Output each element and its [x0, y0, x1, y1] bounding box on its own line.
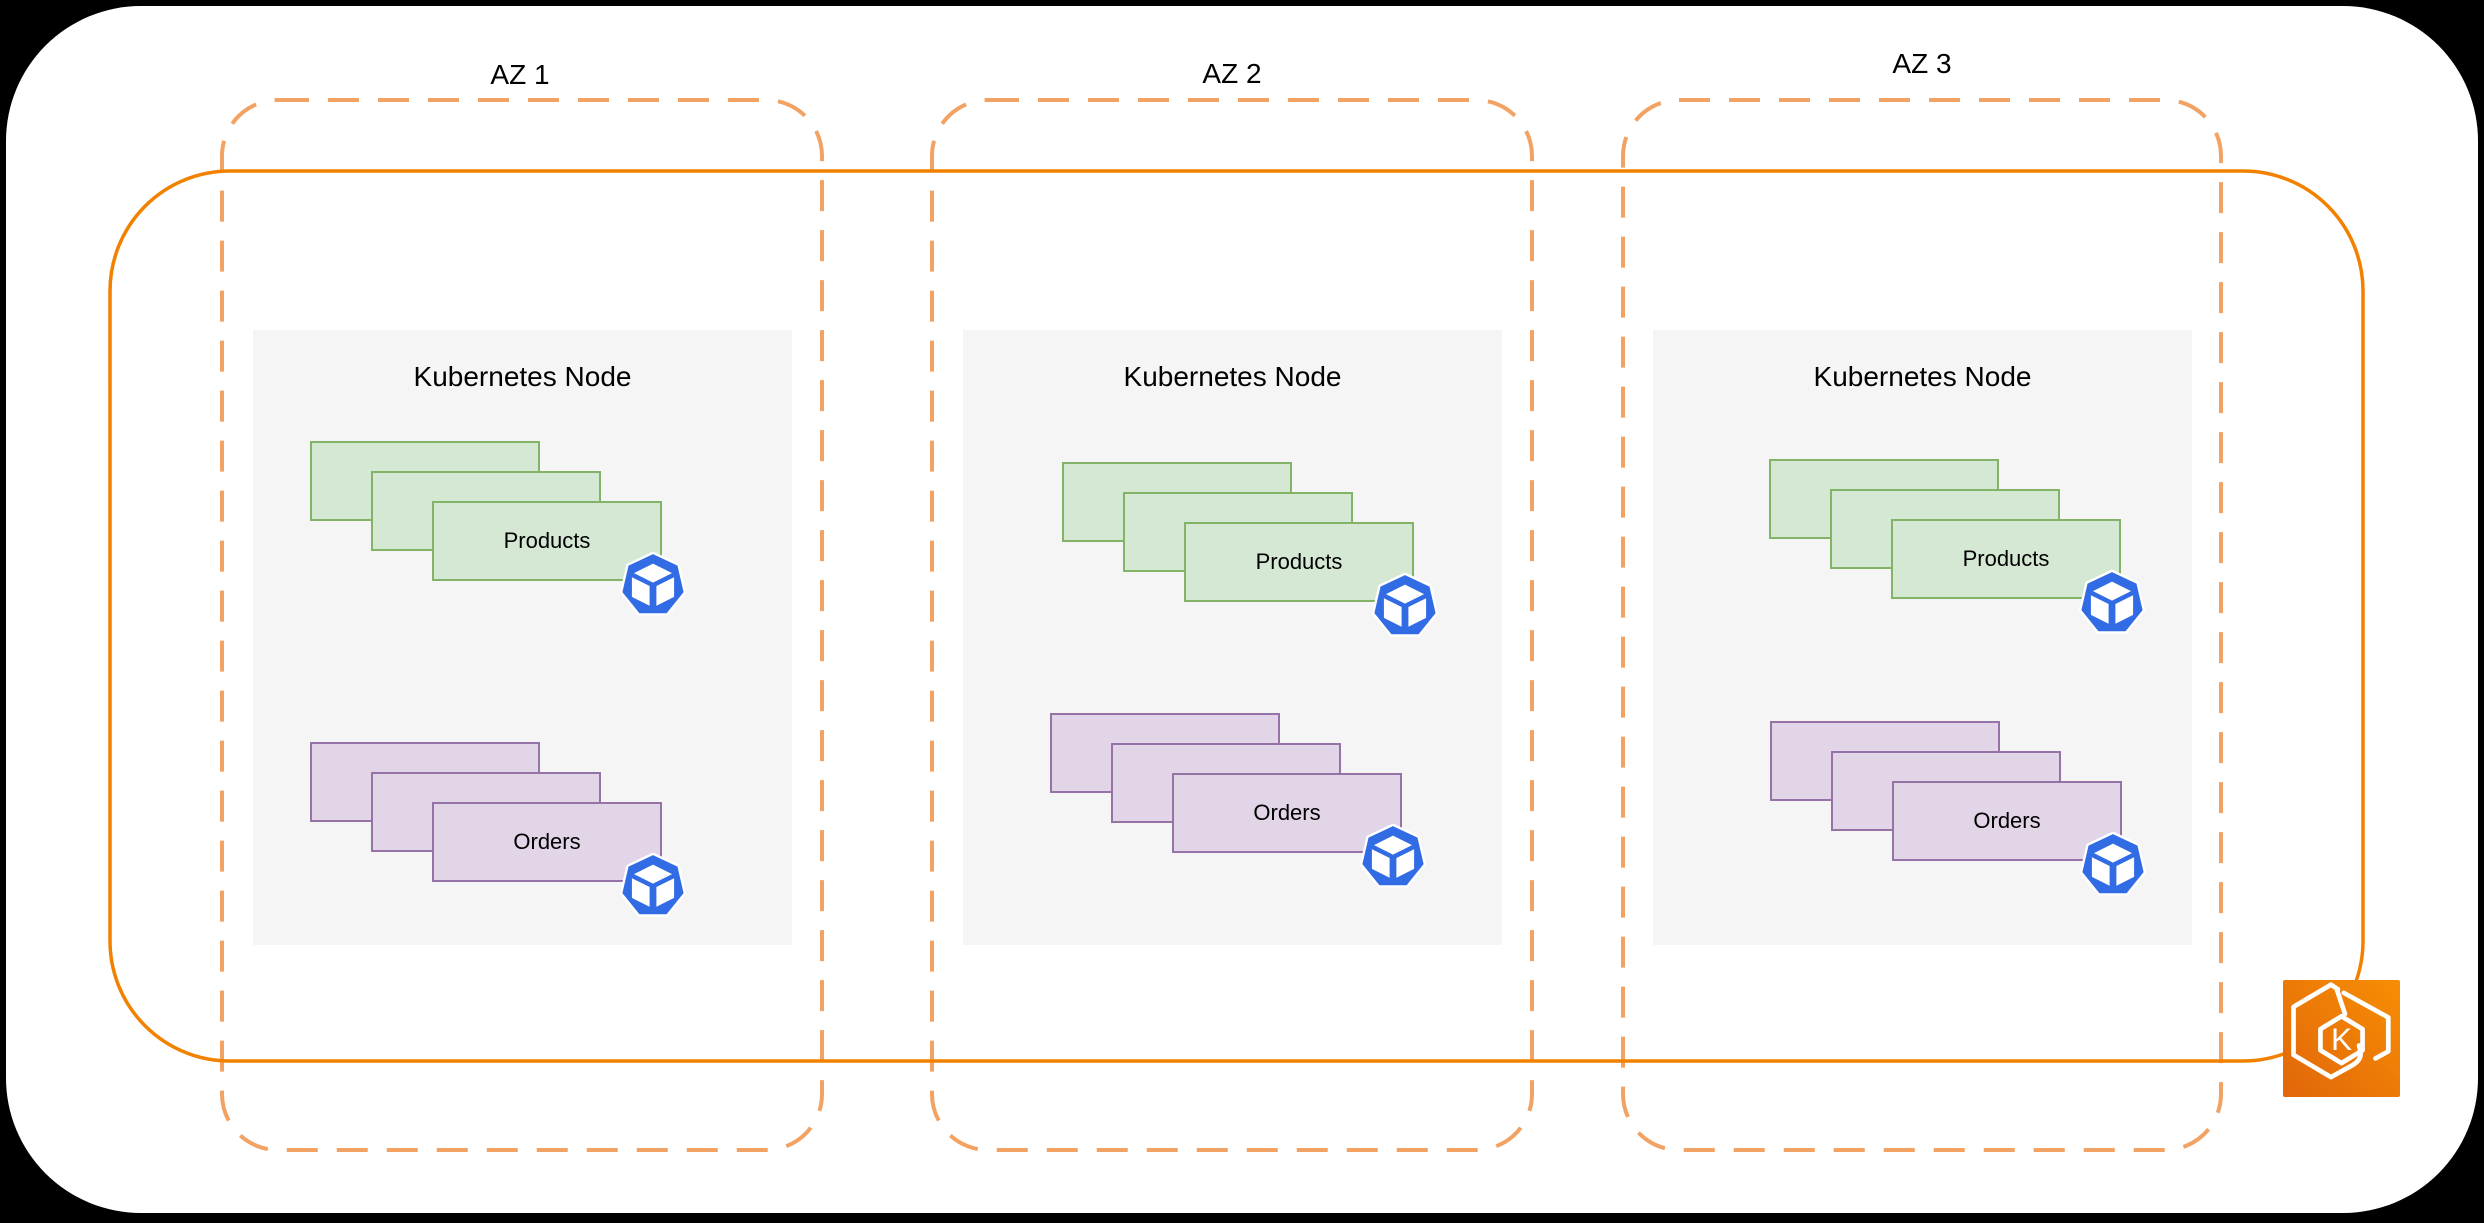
kubernetes-node-title: Kubernetes Node [1123, 361, 1342, 392]
products-label: Products [1255, 549, 1343, 574]
orders-replica-front: Orders [432, 802, 662, 882]
az2-label: AZ 2 [1202, 58, 1262, 89]
eks-cluster-boundary [108, 169, 2365, 1063]
kubernetes-node-title: Kubernetes Node [1813, 361, 2032, 392]
orders-replica-front: Orders [1892, 781, 2122, 861]
orders-label: Orders [1253, 800, 1321, 825]
az1-label: AZ 1 [490, 59, 550, 90]
products-deployment-stack: Products [1062, 462, 1438, 637]
products-label: Products [1962, 546, 2050, 571]
products-deployment-stack: Products [1769, 459, 2145, 634]
eks-inner-hexagon [2318, 1013, 2365, 1066]
orders-deployment-stack: Orders [1050, 713, 1426, 888]
products-replica-front: Products [1891, 519, 2121, 599]
kubernetes-pod-icon [2080, 831, 2146, 896]
kubernetes-node-title: Kubernetes Node [413, 361, 632, 392]
orders-deployment-stack: Orders [1770, 721, 2146, 896]
eks-letter: K [2331, 1021, 2352, 1057]
products-deployment-stack: Products [310, 441, 686, 616]
orders-label: Orders [1973, 808, 2041, 833]
eks-hexagon-right [2341, 990, 2391, 1061]
products-replica-front: Products [432, 501, 662, 581]
eks-collar-line [2334, 987, 2348, 1017]
az3-label: AZ 3 [1892, 48, 1952, 79]
kubernetes-node-box-az1: Kubernetes Node Products Orders [253, 330, 792, 945]
kubernetes-pod-icon [2079, 569, 2145, 634]
orders-deployment-stack: Orders [310, 742, 686, 917]
kubernetes-node-box-az2: Kubernetes Node Products Orders [963, 330, 1502, 945]
kubernetes-node-box-az3: Kubernetes Node Products Orders [1653, 330, 2192, 945]
orders-replica-front: Orders [1172, 773, 1402, 853]
amazon-eks-icon: K [2283, 980, 2400, 1097]
orders-label: Orders [513, 829, 581, 854]
kubernetes-pod-icon [620, 852, 686, 917]
kubernetes-pod-icon [1372, 572, 1438, 637]
kubernetes-pod-icon [620, 551, 686, 616]
products-replica-front: Products [1184, 522, 1414, 602]
kubernetes-pod-icon [1360, 823, 1426, 888]
products-label: Products [503, 528, 591, 553]
